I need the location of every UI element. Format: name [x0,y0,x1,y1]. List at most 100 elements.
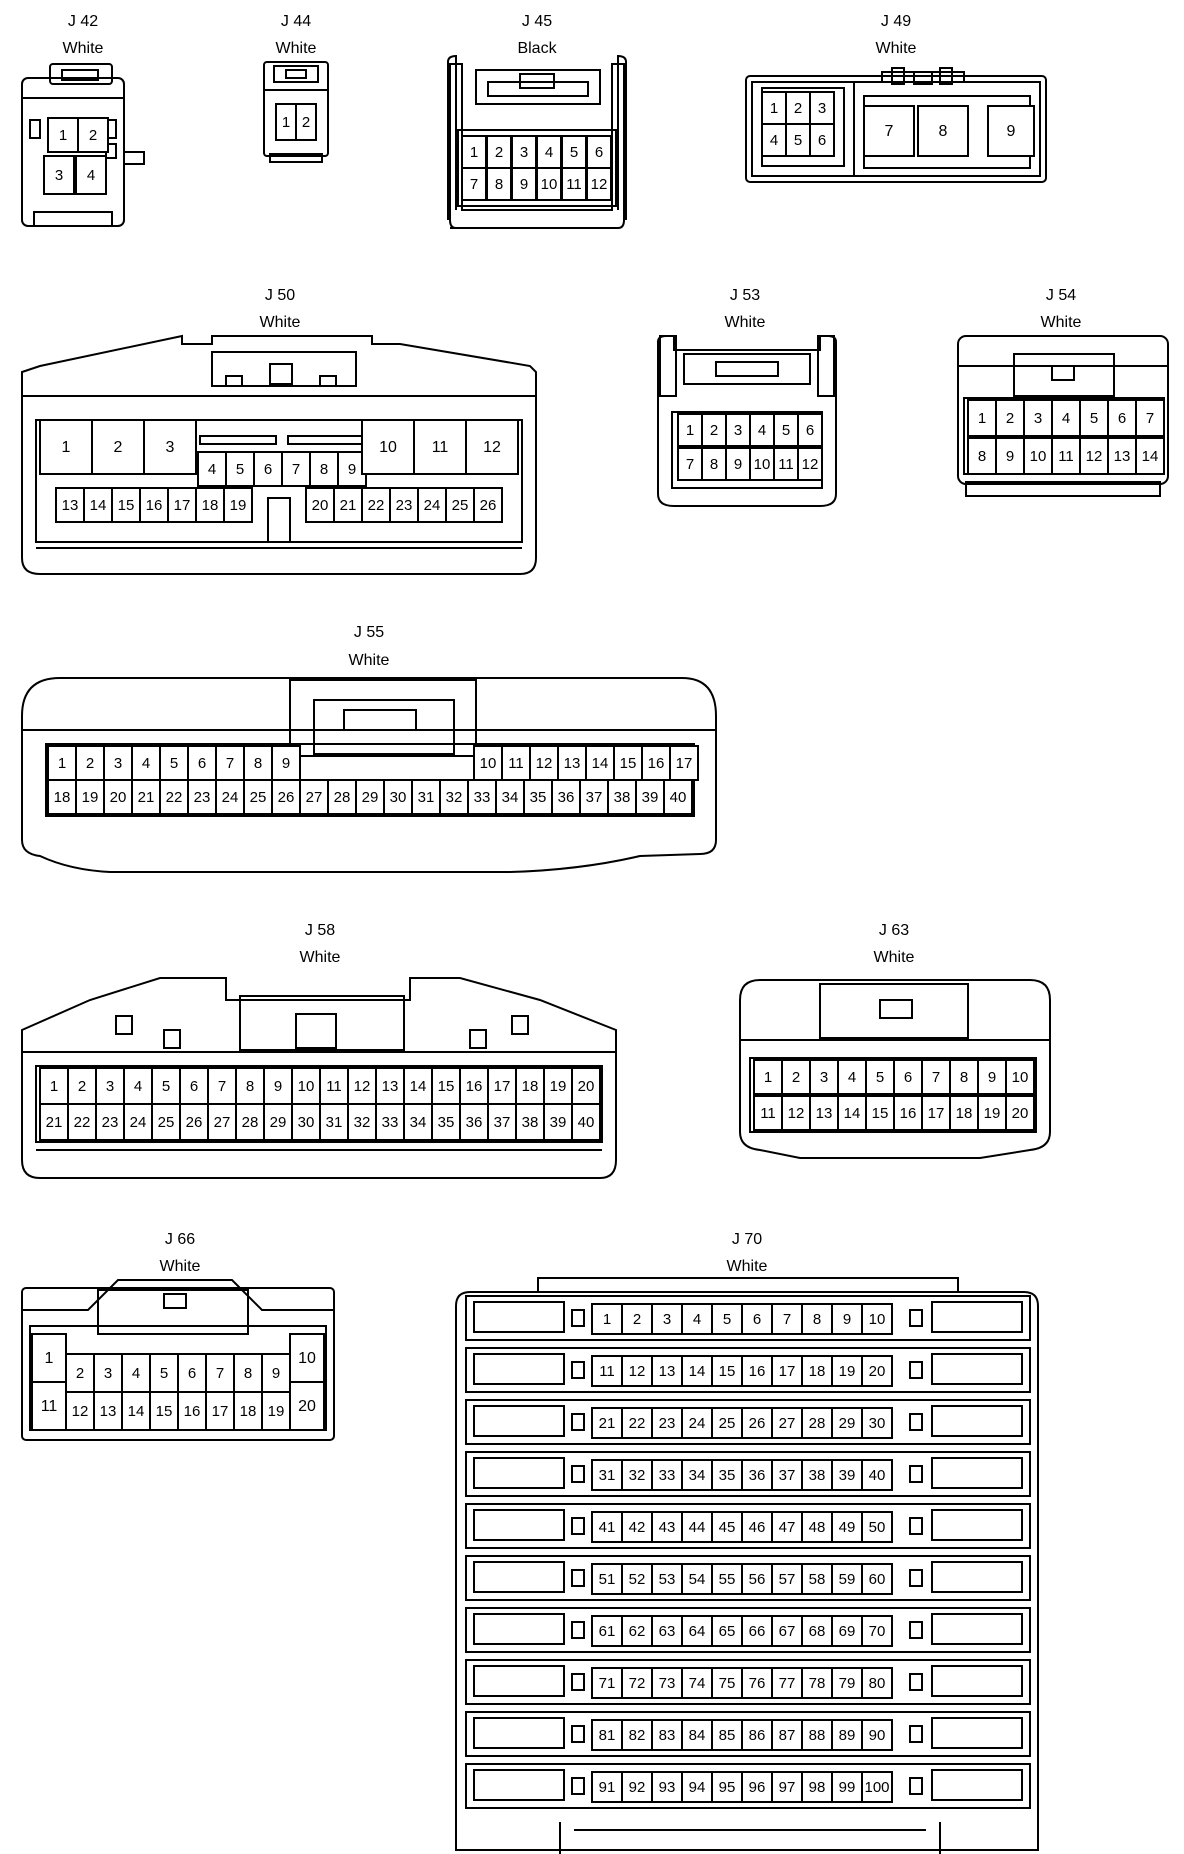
j70-slot-row [465,1399,1031,1445]
j70-pin-61: 61 [591,1615,623,1647]
connector-color: White [300,949,341,966]
pin-number: 45 [719,1519,736,1536]
j70-pin-14: 14 [681,1355,713,1387]
j55-pin-24: 24 [215,779,245,815]
pin-number: 17 [928,1105,945,1122]
pin-number: 3 [818,100,826,117]
pin-number: 9 [1006,448,1014,465]
pin-number: 6 [1118,410,1126,427]
j70-pin-83: 83 [651,1719,683,1751]
j70-pin-7: 7 [771,1303,803,1335]
pin-number: 69 [839,1623,856,1640]
pin-number: 66 [749,1623,766,1640]
j58-pin-32: 32 [347,1103,377,1141]
j42-pin-3: 3 [43,155,75,195]
j70-pin-6: 6 [741,1303,773,1335]
pin-number: 4 [770,132,778,149]
j49-pin-2: 2 [785,91,811,125]
pin-number: 38 [809,1467,826,1484]
j70-pin-25: 25 [711,1407,743,1439]
pin-number: 13 [659,1363,676,1380]
header-j70: J 70 White [727,1231,768,1275]
pin-number: 2 [302,114,310,131]
j55-pin-18: 18 [47,779,77,815]
pin-number: 6 [818,132,826,149]
pin-number: 77 [779,1675,796,1692]
pin-number: 6 [904,1069,912,1086]
j53-pin-11: 11 [773,447,799,481]
j66-pin-3: 3 [93,1353,123,1393]
pin-number: 23 [194,789,211,806]
connector-color: White [874,949,915,966]
j70-pin-95: 95 [711,1771,743,1803]
j58-pin-1: 1 [39,1067,69,1105]
pin-number: 79 [839,1675,856,1692]
j45-pin-9: 9 [511,167,537,201]
pin-number: 30 [869,1415,886,1432]
j70-pin-23: 23 [651,1407,683,1439]
pin-number: 35 [530,789,547,806]
pin-number: 6 [264,461,272,478]
pin-number: 5 [170,755,178,772]
j58-pin-5: 5 [151,1067,181,1105]
pin-number: 38 [614,789,631,806]
j70-pin-60: 60 [861,1563,893,1595]
j44-pin-1: 1 [275,103,297,141]
j54-pin-5: 5 [1079,399,1109,437]
j54-pin-6: 6 [1107,399,1137,437]
j63-pin-11: 11 [753,1095,783,1131]
j70-pin-31: 31 [591,1459,623,1491]
pin-number: 17 [676,755,693,772]
j70-pin-78: 78 [801,1667,833,1699]
j58-pin-14: 14 [403,1067,433,1105]
pin-number: 93 [659,1779,676,1796]
j50-pin-21: 21 [333,487,363,523]
pin-number: 8 [246,1078,254,1095]
pin-number: 36 [558,789,575,806]
pin-number: 14 [90,497,107,514]
j55-pin-8: 8 [243,745,273,781]
j70-slot-row [465,1451,1031,1497]
j66-pin-6: 6 [177,1353,207,1393]
pin-number: 12 [72,1403,89,1420]
j66-pin-2: 2 [65,1353,95,1393]
pin-number: 19 [230,497,247,514]
j54-pin-8: 8 [967,437,997,475]
pin-number: 35 [719,1467,736,1484]
j70-pin-72: 72 [621,1667,653,1699]
pin-number: 14 [128,1403,145,1420]
pin-number: 21 [138,789,155,806]
pin-number: 18 [956,1105,973,1122]
j70-pin-49: 49 [831,1511,863,1543]
pin-number: 19 [839,1363,856,1380]
j55-pin-31: 31 [411,779,441,815]
pin-number: 26 [186,1114,203,1131]
j58-pin-8: 8 [235,1067,265,1105]
connector-name: J 45 [522,13,552,30]
j50-pin-26: 26 [473,487,503,523]
j70-pin-75: 75 [711,1667,743,1699]
pin-number: 2 [89,127,97,144]
pin-number: 27 [306,789,323,806]
pin-number: 9 [520,176,528,193]
pin-number: 20 [578,1078,595,1095]
pin-number: 13 [816,1105,833,1122]
pin-number: 24 [222,789,239,806]
j55-pin-17: 17 [669,745,699,781]
j70-pin-33: 33 [651,1459,683,1491]
pin-number: 15 [620,755,637,772]
j55-pin-19: 19 [75,779,105,815]
j55-pin-23: 23 [187,779,217,815]
j55-pin-4: 4 [131,745,161,781]
j55-pin-37: 37 [579,779,609,815]
pin-number: 96 [749,1779,766,1796]
pin-number: 58 [809,1571,826,1588]
j55-pin-14: 14 [585,745,615,781]
pin-number: 11 [778,456,794,473]
j70-pin-1: 1 [591,1303,623,1335]
pin-number: 11 [1058,448,1074,465]
j63-pin-13: 13 [809,1095,839,1131]
pin-number: 12 [354,1078,371,1095]
housing-j42 [21,63,145,227]
pin-number: 54 [689,1571,706,1588]
